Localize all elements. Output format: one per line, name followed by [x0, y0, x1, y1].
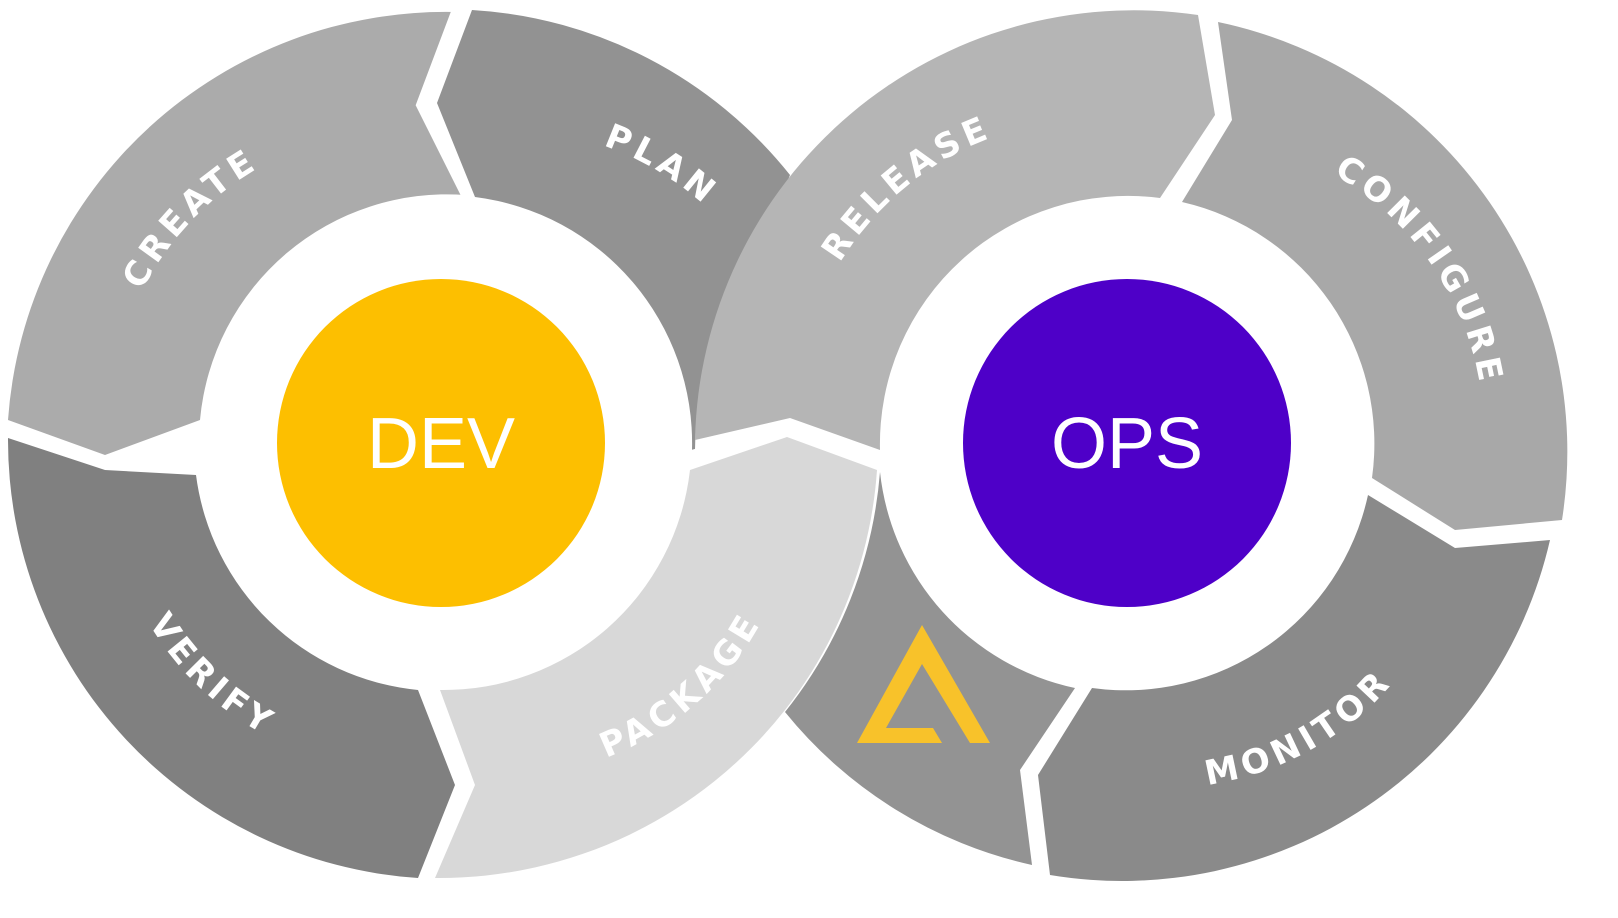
segment-release — [695, 10, 1215, 450]
segment-package — [435, 437, 877, 879]
segment-plan — [437, 10, 790, 450]
dev-center-label: DEV — [367, 404, 515, 484]
dev-center-circle — [277, 279, 605, 607]
segment-configure — [1182, 22, 1568, 530]
segment-monitor — [1038, 495, 1550, 881]
ops-center-label: OPS — [1051, 404, 1203, 484]
triangle-logo-icon — [857, 625, 990, 743]
ops-center-circle — [963, 279, 1291, 607]
segment-create — [8, 11, 465, 456]
segment-verify — [7, 438, 455, 878]
